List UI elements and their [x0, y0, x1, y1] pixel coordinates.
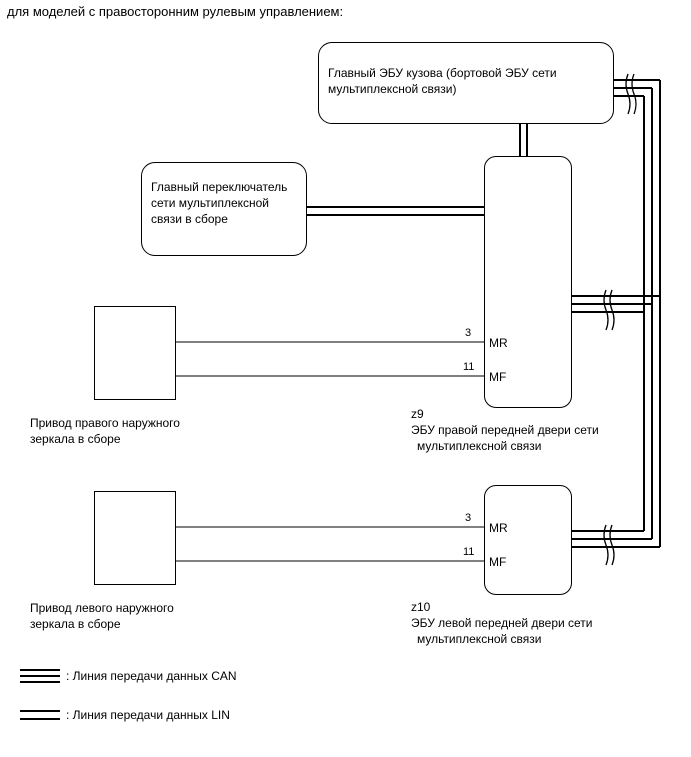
right-mirror-label-line1: Привод правого наружного — [30, 416, 180, 430]
legend-can-label: : Линия передачи данных CAN — [66, 669, 237, 683]
master-switch-label-line2: сети мультиплексной — [151, 196, 270, 210]
left-door-ecu-line2: мультиплексной связи — [417, 632, 542, 646]
body-ecu-box: Главный ЭБУ кузова (бортовой ЭБУ сети му… — [318, 42, 614, 124]
master-switch-label-line3: связи в сборе — [151, 212, 228, 226]
z10-terminal-mf: MF — [489, 555, 507, 569]
right-mirror-box — [94, 306, 176, 400]
legend-lin-label: : Линия передачи данных LIN — [66, 708, 230, 722]
right-mirror-label: Привод правого наружного зеркала в сборе — [30, 415, 180, 447]
master-switch-label-line1: Главный переключатель — [151, 180, 288, 194]
left-door-ecu-box — [484, 485, 572, 595]
left-mirror-wires — [175, 526, 484, 562]
can-bus-line — [572, 79, 661, 548]
z9-pin-mr: 3 — [465, 327, 472, 339]
legend-can-symbol — [20, 669, 60, 683]
right-mirror-wires — [175, 341, 484, 377]
page-header: для моделей с правосторонним рулевым упр… — [7, 4, 344, 19]
z10-terminal-mr: MR — [489, 521, 508, 535]
body-ecu-label: Главный ЭБУ кузова (бортовой ЭБУ сети му… — [328, 65, 557, 97]
lin-line-switch-to-z9 — [305, 206, 484, 216]
lin-line-body-to-z9 — [519, 122, 528, 157]
z9-terminal-mr: MR — [489, 336, 508, 350]
left-door-ecu-line1: ЭБУ левой передней двери сети — [411, 616, 593, 630]
master-switch-box: Главный переключатель сети мультиплексно… — [141, 162, 307, 256]
right-door-ecu-caption: z9 ЭБУ правой передней двери сети мульти… — [411, 406, 599, 454]
right-door-ecu-box — [484, 156, 572, 408]
left-mirror-label-line2: зеркала в сборе — [30, 617, 121, 631]
body-ecu-label-line2: мультиплексной связи) — [328, 82, 457, 96]
left-mirror-label-line1: Привод левого наружного — [30, 601, 174, 615]
z9-terminal-mf: MF — [489, 370, 507, 384]
right-mirror-label-line2: зеркала в сборе — [30, 432, 121, 446]
left-door-ecu-code: z10 — [411, 600, 431, 614]
master-switch-label: Главный переключатель сети мультиплексно… — [151, 179, 287, 227]
z10-pin-mf: 11 — [463, 546, 475, 558]
twist-marks — [603, 73, 637, 566]
legend-lin-symbol — [20, 710, 60, 720]
left-mirror-label: Привод левого наружного зеркала в сборе — [30, 600, 174, 632]
left-door-ecu-caption: z10 ЭБУ левой передней двери сети мульти… — [411, 599, 593, 647]
body-ecu-label-line1: Главный ЭБУ кузова (бортовой ЭБУ сети — [328, 66, 557, 80]
right-door-ecu-code: z9 — [411, 407, 424, 421]
z9-pin-mf: 11 — [463, 361, 475, 373]
z10-pin-mr: 3 — [465, 512, 472, 524]
left-mirror-box — [94, 491, 176, 585]
right-door-ecu-line2: мультиплексной связи — [417, 439, 542, 453]
right-door-ecu-line1: ЭБУ правой передней двери сети — [411, 423, 599, 437]
